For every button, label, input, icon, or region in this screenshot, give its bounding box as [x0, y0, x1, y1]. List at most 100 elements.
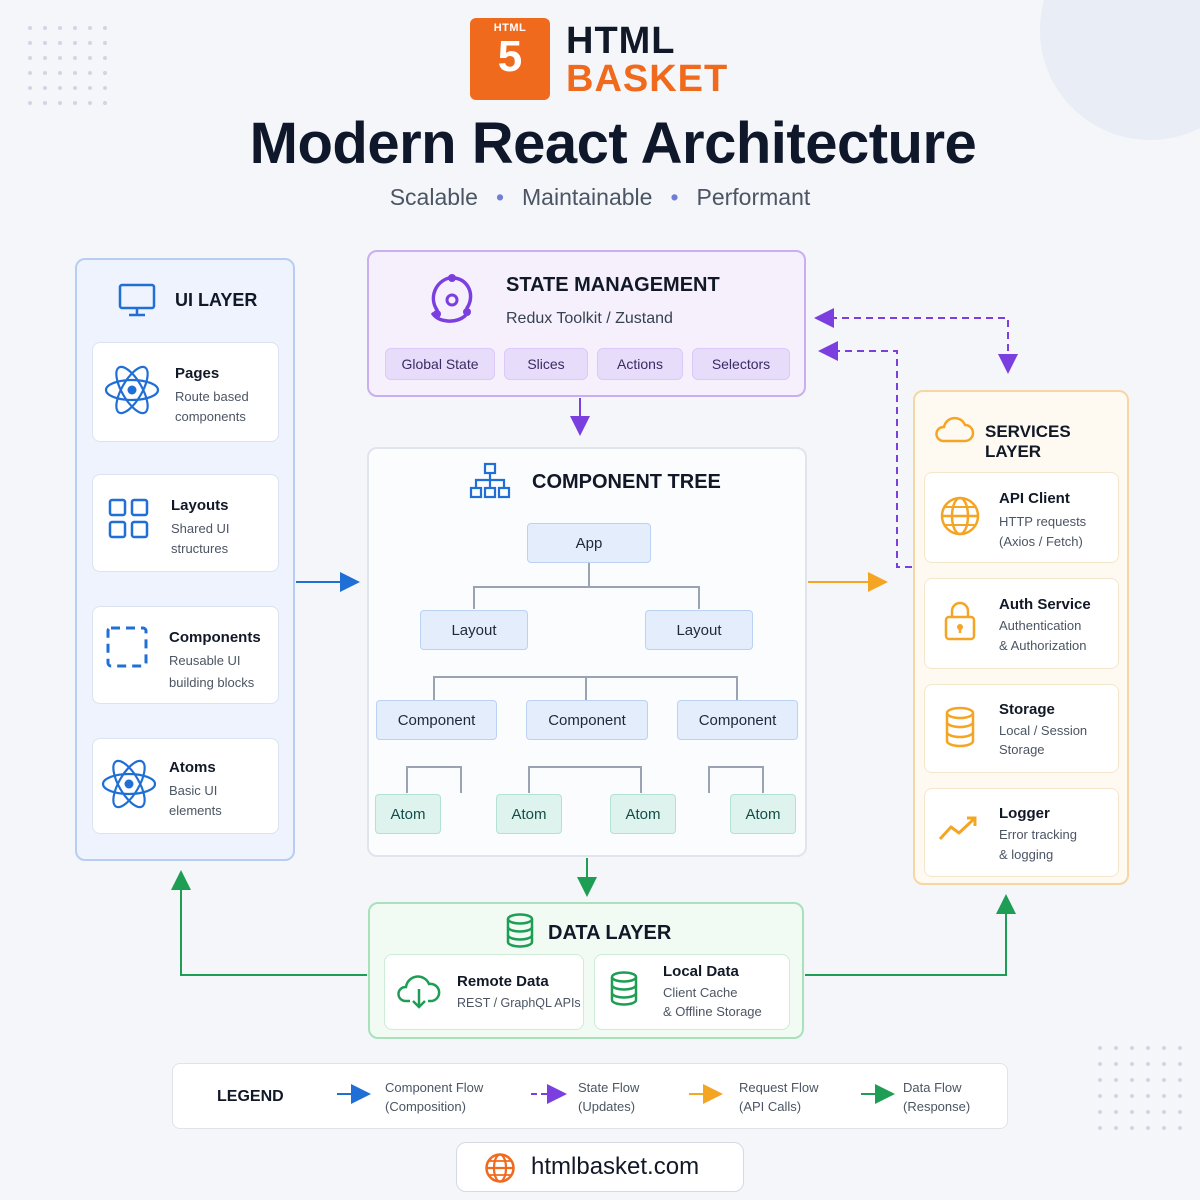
- globe-icon: [485, 1153, 515, 1183]
- brand-line-2: BASKET: [566, 58, 729, 100]
- arrow-services-to-state: [818, 341, 912, 568]
- card-title: API Client: [999, 490, 1070, 507]
- page-subtitle: Scalable • Maintainable • Performant: [0, 184, 1200, 211]
- card-desc-line2: building blocks: [169, 675, 255, 690]
- services-layer-title: SERVICES LAYER: [985, 422, 1071, 461]
- website-link[interactable]: htmlbasket.com: [456, 1142, 744, 1192]
- data-layer-panel: DATA LAYER Remote Data REST / GraphQL AP…: [368, 902, 804, 1039]
- html5-basket-logo: HTML 5: [470, 18, 550, 100]
- arrow-state-to-services: [818, 317, 1018, 374]
- component-tree-title: COMPONENT TREE: [532, 471, 721, 493]
- monitor-icon: [118, 283, 156, 317]
- card-desc-line2: (Axios / Fetch): [999, 534, 1083, 549]
- card-title: Components: [169, 629, 261, 646]
- globe-icon: [940, 496, 980, 536]
- tree-node-atom[interactable]: Atom: [610, 794, 676, 834]
- subtitle-item: Scalable: [389, 184, 478, 210]
- data-layer-title: DATA LAYER: [548, 922, 672, 944]
- legend-line2: (Composition): [385, 1099, 466, 1114]
- legend-line2: (Response): [903, 1099, 971, 1114]
- page-title: Modern React Architecture: [249, 111, 977, 176]
- legend-line1: State Flow: [578, 1080, 640, 1095]
- chip-slices[interactable]: Slices: [504, 348, 588, 380]
- hierarchy-icon: [469, 462, 511, 499]
- service-card-api-client[interactable]: API Client HTTP requests (Axios / Fetch): [924, 472, 1119, 563]
- subtitle-item: Maintainable: [522, 184, 653, 210]
- state-management-panel: STATE MANAGEMENT Redux Toolkit / Zustand…: [367, 250, 806, 397]
- tree-node-component[interactable]: Component: [526, 700, 648, 740]
- chip-global-state[interactable]: Global State: [385, 348, 495, 380]
- card-title: Storage: [999, 701, 1055, 718]
- card-desc-line2: & Authorization: [999, 638, 1087, 653]
- subtitle-separator: •: [495, 184, 505, 210]
- redux-icon: [431, 274, 473, 323]
- service-card-logger[interactable]: Logger Error tracking & logging: [924, 788, 1119, 877]
- service-card-storage[interactable]: Storage Local / Session Storage: [924, 684, 1119, 773]
- service-card-auth[interactable]: Auth Service Authentication & Authorizat…: [924, 578, 1119, 669]
- tree-node-atom[interactable]: Atom: [730, 794, 796, 834]
- card-desc-line1: Route based: [175, 389, 249, 404]
- arrow-data-to-ui: [171, 870, 367, 976]
- ui-card-layouts[interactable]: Layouts Shared UI structures: [92, 474, 279, 572]
- tree-node-component[interactable]: Component: [376, 700, 497, 740]
- card-desc-line1: Error tracking: [999, 827, 1078, 842]
- dashed-square-icon: [106, 626, 148, 668]
- card-title: Remote Data: [457, 973, 549, 990]
- legend-line2: (Updates): [578, 1099, 636, 1114]
- card-desc-line1: HTTP requests: [999, 514, 1087, 529]
- chip-selectors[interactable]: Selectors: [692, 348, 790, 380]
- tree-node-component[interactable]: Component: [677, 700, 798, 740]
- tree-connectors: [406, 563, 764, 793]
- legend-line1: Component Flow: [385, 1080, 484, 1095]
- component-tree-panel: COMPONENT TREE App Layout Layout Compone…: [367, 447, 807, 857]
- ui-layer-panel: UI LAYER Pages Route based components La…: [75, 258, 295, 861]
- subtitle-separator: •: [670, 184, 679, 210]
- card-desc-line2: & logging: [999, 847, 1054, 862]
- card-desc-line2: & Offline Storage: [663, 1004, 762, 1019]
- website-url[interactable]: htmlbasket.com: [531, 1153, 700, 1180]
- tree-node-app[interactable]: App: [527, 523, 651, 563]
- card-desc-line1: Basic UI: [169, 783, 218, 798]
- card-desc-line1: Authentication: [999, 618, 1082, 633]
- legend: LEGEND Component Flow (Composition) Stat…: [172, 1063, 1008, 1129]
- data-card-local[interactable]: Local Data Client Cache & Offline Storag…: [594, 954, 790, 1030]
- legend-arrows: [337, 1084, 895, 1104]
- legend-line1: Request Flow: [739, 1080, 819, 1095]
- decorative-dots-bottom-right: [1098, 1046, 1182, 1130]
- subtitle-item: Performant: [696, 184, 811, 210]
- trend-icon: [938, 816, 977, 841]
- card-desc-line2: elements: [169, 803, 222, 818]
- ui-card-pages[interactable]: Pages Route based components: [92, 342, 279, 442]
- legend-title: LEGEND: [217, 1088, 284, 1105]
- card-desc-line1: Client Cache: [663, 985, 738, 1000]
- card-title: Local Data: [663, 963, 739, 980]
- ui-card-atoms[interactable]: Atoms Basic UI elements: [92, 738, 279, 834]
- card-desc-line2: components: [175, 409, 246, 424]
- legend-request-flow: Request Flow (API Calls): [739, 1078, 818, 1116]
- react-atom-icon: [101, 759, 157, 809]
- state-management-title: STATE MANAGEMENT: [506, 274, 720, 296]
- logo-five: 5: [497, 32, 523, 81]
- brand-line-1: HTML: [566, 20, 676, 62]
- data-card-remote[interactable]: Remote Data REST / GraphQL APIs: [384, 954, 584, 1030]
- card-title: Pages: [175, 365, 220, 382]
- logo-html-tag: HTML: [493, 22, 527, 34]
- services-layer-panel: SERVICES LAYER API Client HTTP requests …: [913, 390, 1129, 885]
- card-title: Logger: [999, 805, 1050, 822]
- database-icon: [506, 913, 534, 948]
- tree-node-layout[interactable]: Layout: [645, 610, 753, 650]
- legend-state-flow: State Flow (Updates): [578, 1078, 639, 1116]
- state-management-subtitle: Redux Toolkit / Zustand: [506, 310, 673, 327]
- tree-node-atom[interactable]: Atom: [496, 794, 562, 834]
- card-desc-line1: Local / Session: [999, 723, 1088, 738]
- cloud-icon: [935, 416, 975, 443]
- legend-line1: Data Flow: [903, 1080, 962, 1095]
- card-title: Layouts: [171, 497, 229, 514]
- ui-card-components[interactable]: Components Reusable UI building blocks: [92, 606, 279, 704]
- chip-actions[interactable]: Actions: [597, 348, 683, 380]
- tree-node-layout[interactable]: Layout: [420, 610, 528, 650]
- legend-component-flow: Component Flow (Composition): [385, 1078, 483, 1116]
- tree-node-atom[interactable]: Atom: [375, 794, 441, 834]
- legend-line2: (API Calls): [739, 1099, 802, 1114]
